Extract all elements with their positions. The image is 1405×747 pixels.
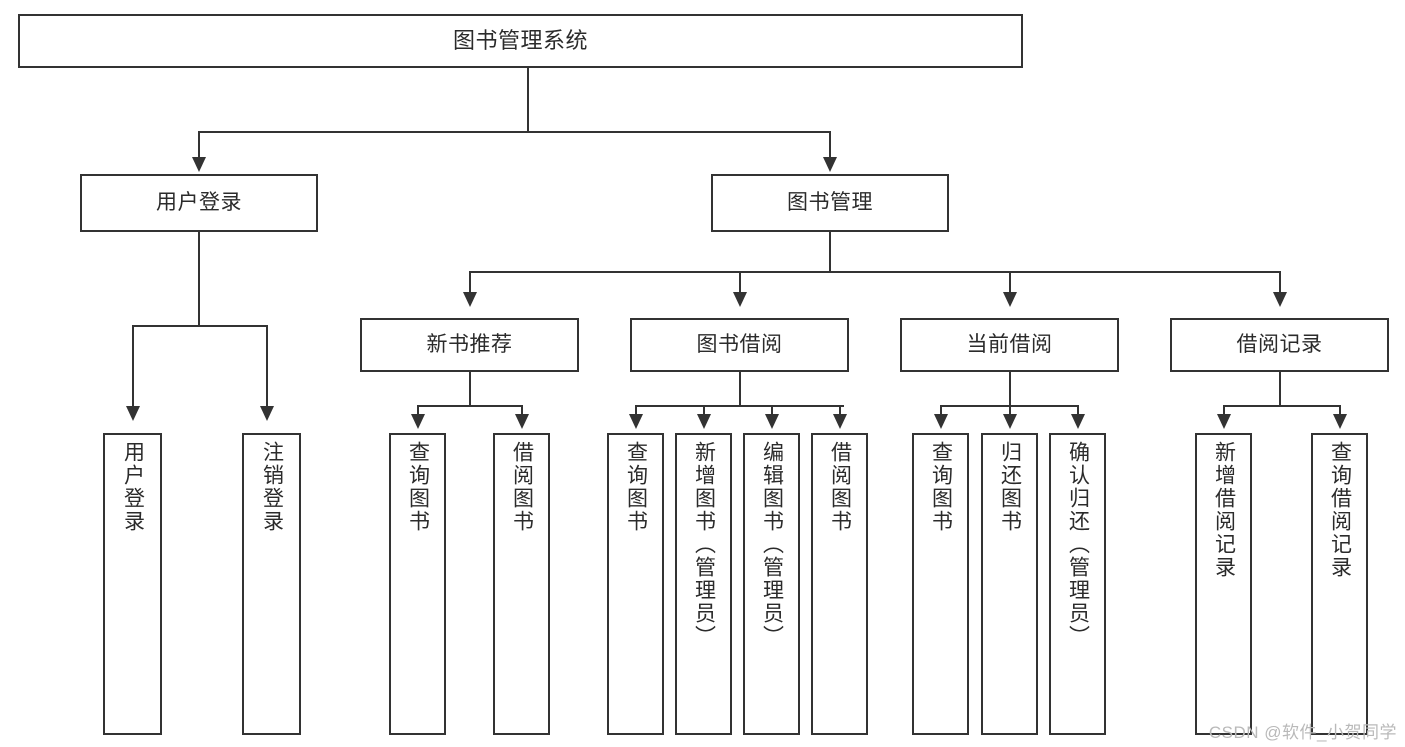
connector-drop-query-book-1 (417, 405, 419, 419)
connector-drop-confirm-return (1077, 405, 1079, 419)
node-new-book-recommend[interactable]: 新书推荐 (360, 318, 579, 372)
connector-drop-current-borrow (1009, 271, 1011, 296)
leaf-borrow-book-2[interactable]: 借阅图书 (811, 433, 868, 735)
arrow-to-add-borrow-record (1217, 414, 1231, 429)
node-label: 注销登录 (260, 441, 284, 533)
leaf-add-borrow-record[interactable]: 新增借阅记录 (1195, 433, 1252, 735)
node-user-login[interactable]: 用户登录 (80, 174, 318, 232)
connector-borrow-record-stem (1279, 372, 1281, 406)
node-book-borrow[interactable]: 图书借阅 (630, 318, 849, 372)
connector-drop-query-book-2 (635, 405, 637, 419)
leaf-query-book-2[interactable]: 查询图书 (607, 433, 664, 735)
arrow-to-borrow-book-2 (833, 414, 847, 429)
leaf-edit-book-admin[interactable]: 编辑图书（管理员） (743, 433, 800, 735)
node-label: 查询借阅记录 (1328, 441, 1352, 579)
node-label: 查询图书 (929, 441, 953, 533)
connector-current-borrow-stem (1009, 372, 1011, 406)
connector-drop-user-login (198, 131, 200, 161)
node-label: 新增图书（管理员） (692, 441, 716, 648)
node-label: 查询图书 (406, 441, 430, 533)
node-book-manage[interactable]: 图书管理 (711, 174, 949, 232)
arrow-to-add-book (697, 414, 711, 429)
connector-book-manage-stem (829, 232, 831, 272)
arrow-to-borrow-book-1 (515, 414, 529, 429)
node-label: 借阅图书 (828, 441, 852, 533)
connector-drop-return-book (1009, 405, 1011, 419)
connector-drop-book-manage (829, 131, 831, 161)
arrow-to-current-borrow (1003, 292, 1017, 307)
arrow-to-leaf-user-login (126, 406, 140, 421)
node-label: 新增借阅记录 (1212, 441, 1236, 579)
arrow-to-borrow-record (1273, 292, 1287, 307)
arrow-to-book-manage (823, 157, 837, 172)
arrow-to-query-book-1 (411, 414, 425, 429)
connector-drop-borrow-book-1 (521, 405, 523, 419)
node-label: 借阅记录 (1236, 332, 1323, 356)
connector-drop-edit-book (771, 405, 773, 419)
leaf-query-borrow-record[interactable]: 查询借阅记录 (1311, 433, 1368, 735)
connector-drop-leaf-logout (266, 325, 268, 410)
connector-root-bus (198, 131, 830, 133)
leaf-add-book-admin[interactable]: 新增图书（管理员） (675, 433, 732, 735)
connector-book-borrow-stem (739, 372, 741, 406)
arrow-to-query-book-3 (934, 414, 948, 429)
node-current-borrow[interactable]: 当前借阅 (900, 318, 1119, 372)
arrow-to-confirm-return (1071, 414, 1085, 429)
connector-drop-query-borrow-record (1339, 405, 1341, 419)
node-root-system[interactable]: 图书管理系统 (18, 14, 1023, 68)
connector-drop-add-book (703, 405, 705, 419)
arrow-to-leaf-logout (260, 406, 274, 421)
arrow-to-query-borrow-record (1333, 414, 1347, 429)
node-label: 新书推荐 (426, 332, 513, 356)
arrow-to-new-book-rec (463, 292, 477, 307)
connector-new-book-rec-bus (417, 405, 522, 407)
connector-user-login-bus (132, 325, 266, 327)
connector-book-manage-bus (469, 271, 1280, 273)
node-label: 图书借阅 (696, 332, 783, 356)
leaf-logout[interactable]: 注销登录 (242, 433, 301, 735)
leaf-borrow-book-1[interactable]: 借阅图书 (493, 433, 550, 735)
node-label: 图书管理 (787, 190, 873, 214)
node-label: 用户登录 (121, 441, 145, 533)
connector-drop-leaf-user-login (132, 325, 134, 410)
arrow-to-book-borrow (733, 292, 747, 307)
node-label: 确认归还（管理员） (1066, 441, 1090, 648)
arrow-to-query-book-2 (629, 414, 643, 429)
leaf-confirm-return-admin[interactable]: 确认归还（管理员） (1049, 433, 1106, 735)
arrow-to-return-book (1003, 414, 1017, 429)
connector-drop-query-book-3 (940, 405, 942, 419)
connector-drop-book-borrow (739, 271, 741, 296)
node-label: 编辑图书（管理员） (760, 441, 784, 648)
node-label: 图书管理系统 (452, 28, 588, 54)
leaf-return-book[interactable]: 归还图书 (981, 433, 1038, 735)
connector-drop-new-book-rec (469, 271, 471, 296)
node-label: 归还图书 (998, 441, 1022, 533)
arrow-to-edit-book (765, 414, 779, 429)
connector-drop-borrow-book-2 (839, 405, 841, 419)
leaf-query-book-3[interactable]: 查询图书 (912, 433, 969, 735)
node-label: 用户登录 (156, 190, 242, 214)
node-label: 当前借阅 (966, 332, 1053, 356)
node-label: 借阅图书 (510, 441, 534, 533)
connector-drop-borrow-record (1279, 271, 1281, 296)
connector-drop-add-borrow-record (1223, 405, 1225, 419)
connector-new-book-rec-stem (469, 372, 471, 406)
node-borrow-record[interactable]: 借阅记录 (1170, 318, 1389, 372)
connector-root-stem (527, 68, 529, 131)
connector-user-login-stem (198, 232, 200, 325)
arrow-to-user-login (192, 157, 206, 172)
leaf-user-login[interactable]: 用户登录 (103, 433, 162, 735)
leaf-query-book-1[interactable]: 查询图书 (389, 433, 446, 735)
connector-borrow-record-bus (1223, 405, 1340, 407)
connector-book-borrow-bus (635, 405, 844, 407)
node-label: 查询图书 (624, 441, 648, 533)
